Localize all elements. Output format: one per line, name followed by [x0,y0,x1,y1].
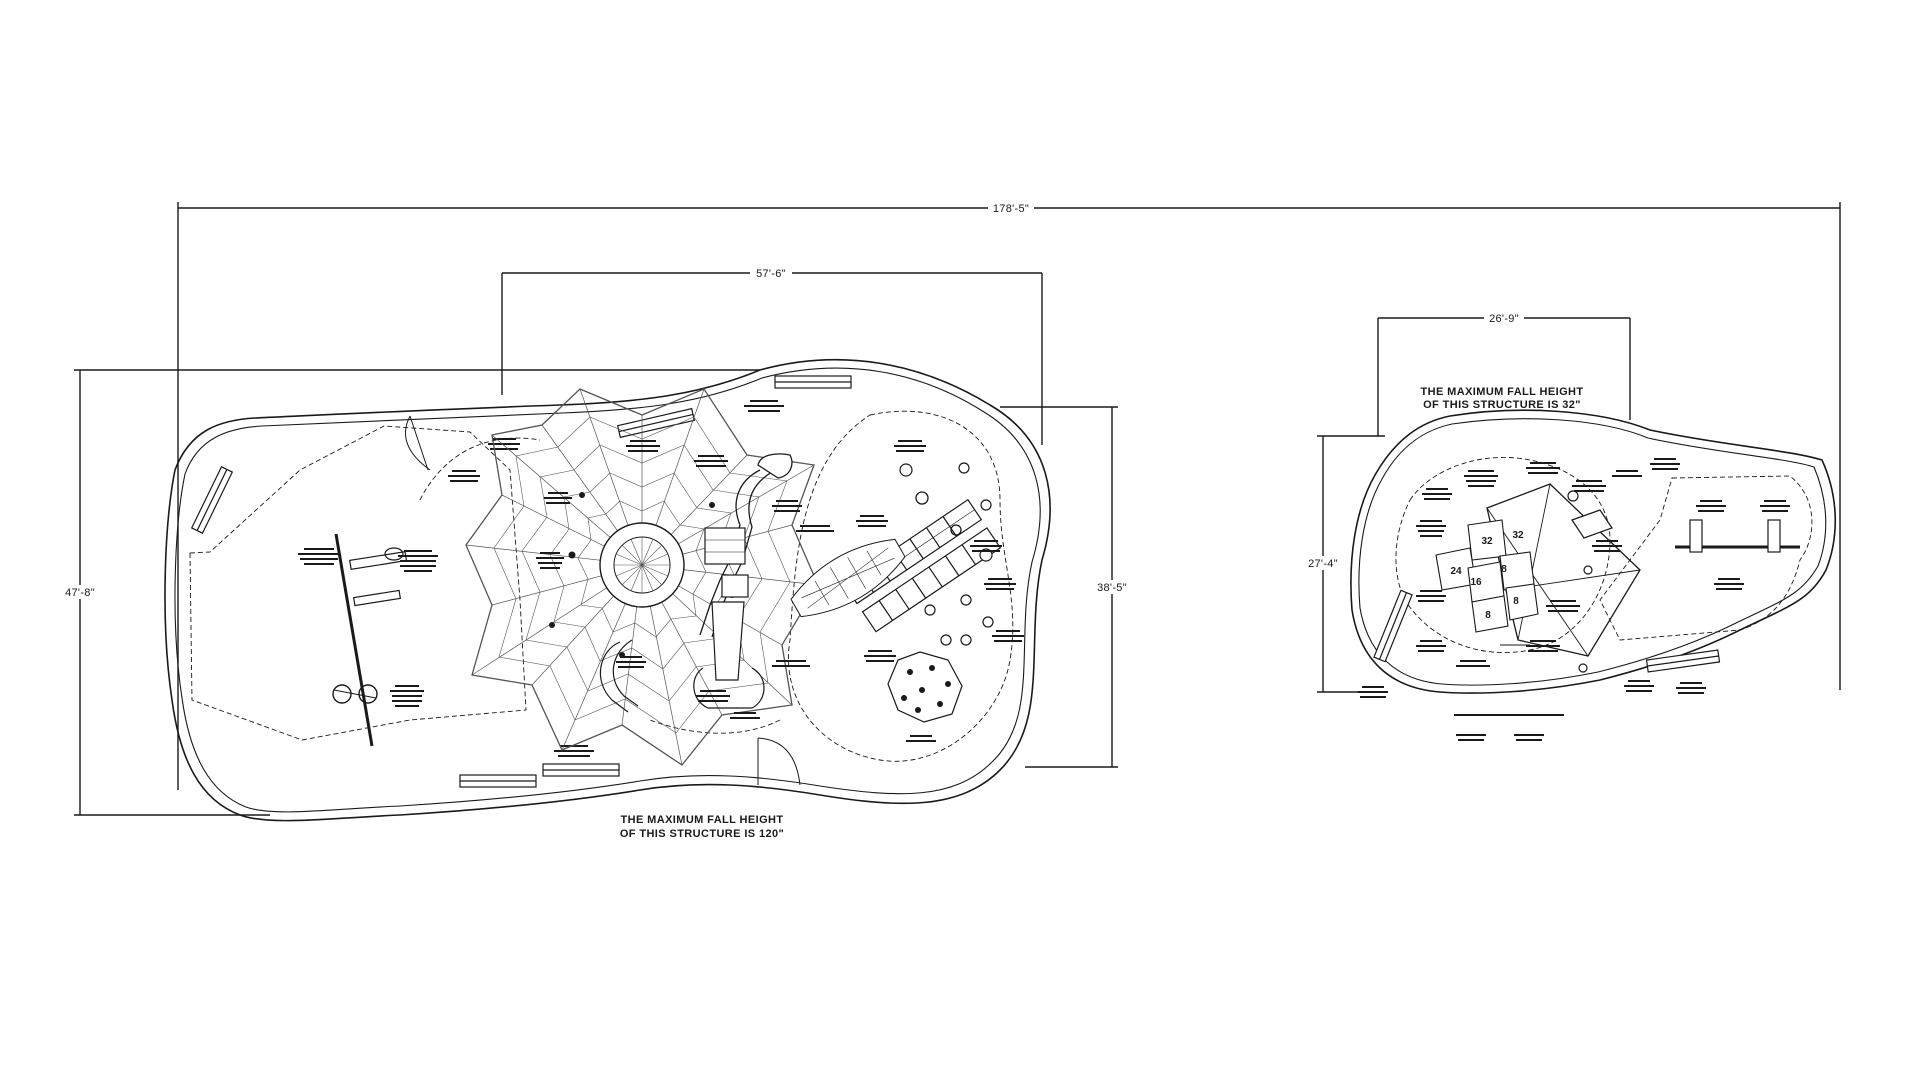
deck-height-b: 32 [1512,530,1524,541]
toddler-post-right [1583,565,1593,575]
bench-right-bottom [1645,649,1721,673]
bench-top-right [774,375,852,389]
toddler-post-bottom [1578,663,1588,673]
deck-platform-b [721,574,749,598]
overall-width-label: 178'-5" [993,203,1029,215]
swing-seat-lower [352,589,402,607]
rope-anchor-top [915,491,929,505]
right-structure-width-label: 26'-9" [1489,313,1519,325]
geodesic-climber [887,651,963,723]
toddler-swing-seat-right [1767,519,1781,553]
right-use-zone-dashed [1599,475,1813,641]
left-area-outer-border [164,358,1051,822]
note-block-swing-c [390,685,424,707]
swing-tire-left [332,684,352,704]
right-area-inner-border [1358,418,1827,686]
swing-seat-upper [349,550,408,571]
deck-heights: 32 32 24 16 8 8 8 [1450,530,1524,621]
left-area-inner-border [174,367,1041,813]
deck-height-a: 32 [1481,536,1493,547]
hub-spokes [614,537,670,593]
swing-set [332,533,408,747]
right-benches [1373,589,1721,673]
note-block-top-left [448,438,520,482]
right-fall-height-line2: OF THIS STRUCTURE IS 32" [1423,399,1581,411]
left-label-blocks [298,400,784,757]
left-structure-width-label: 57'-6" [756,268,786,280]
right-overall-depth-label: 27'-4" [1308,558,1338,570]
bench-right-diagonal [1373,589,1413,663]
play-structure-components [536,440,802,719]
deck-height-d: 16 [1470,577,1482,588]
bench-top-center [616,407,696,439]
toddler-structure: 32 32 24 16 8 8 8 [1435,483,1641,673]
toddler-swing-seat-left [1689,519,1703,553]
deck-tiles [1435,519,1539,633]
right-label-blocks [1358,458,1790,741]
spiral-slide [699,453,793,638]
left-fall-height-line1: THE MAXIMUM FALL HEIGHT [621,814,784,826]
right-zone-equipment [772,440,1024,742]
deck-height-c: 24 [1450,566,1462,577]
deck-height-g: 8 [1485,610,1491,621]
deck-height-e: 8 [1501,564,1507,575]
dimension-labels: 178'-5" 57'-6" 47'-8" 38'-5" 26'-9" 27'-… [62,201,1524,599]
bench-bottom-left [459,774,537,788]
gate-arc-bottom [757,737,801,786]
bench-bottom-middle [542,763,620,777]
left-play-area [164,358,1051,822]
left-overall-depth-label: 47'-8" [65,587,95,599]
rope-anchor-right [950,524,962,536]
straight-slide-bottom [693,601,765,709]
right-fall-height-note: THE MAXIMUM FALL HEIGHT OF THIS STRUCTUR… [1421,386,1584,411]
left-structure-depth-label: 38'-5" [1097,582,1127,594]
note-block-top-bench [744,400,784,412]
net-climber-tower [465,388,819,766]
right-use-zone-dashed [788,410,1014,762]
gate-leaf-top [409,415,429,471]
net-label-blocks [536,440,802,719]
swing-arm [333,689,377,699]
left-benches [190,375,852,788]
net-concentric-lines [493,416,791,734]
note-block-swing-b [398,550,438,572]
note-block-bottom-bench [554,745,594,757]
hemisphere-net [790,538,906,618]
left-fall-height-line2: OF THIS STRUCTURE IS 120" [620,828,784,840]
deck-platform-a [704,527,746,565]
left-use-zone-dashed [189,425,527,741]
tube-slide [599,639,639,713]
gate-arc-top [405,415,431,471]
note-block-swing-a [298,548,340,565]
ladder-climber [790,491,1002,633]
toddler-post-top [1567,490,1579,502]
toddler-slide [1571,509,1613,539]
deck-height-f: 8 [1513,596,1519,607]
right-fall-height-line1: THE MAXIMUM FALL HEIGHT [1421,386,1584,398]
center-use-zone-dashed [419,437,781,734]
swing-beam [334,533,374,747]
bench-left-diagonal [190,466,234,534]
toddler-swing [1675,519,1800,553]
right-zone-labels [772,440,1024,742]
left-fall-height-note: THE MAXIMUM FALL HEIGHT OF THIS STRUCTUR… [620,814,784,840]
swing-tire-right [358,684,378,704]
swing-bucket [384,547,404,561]
